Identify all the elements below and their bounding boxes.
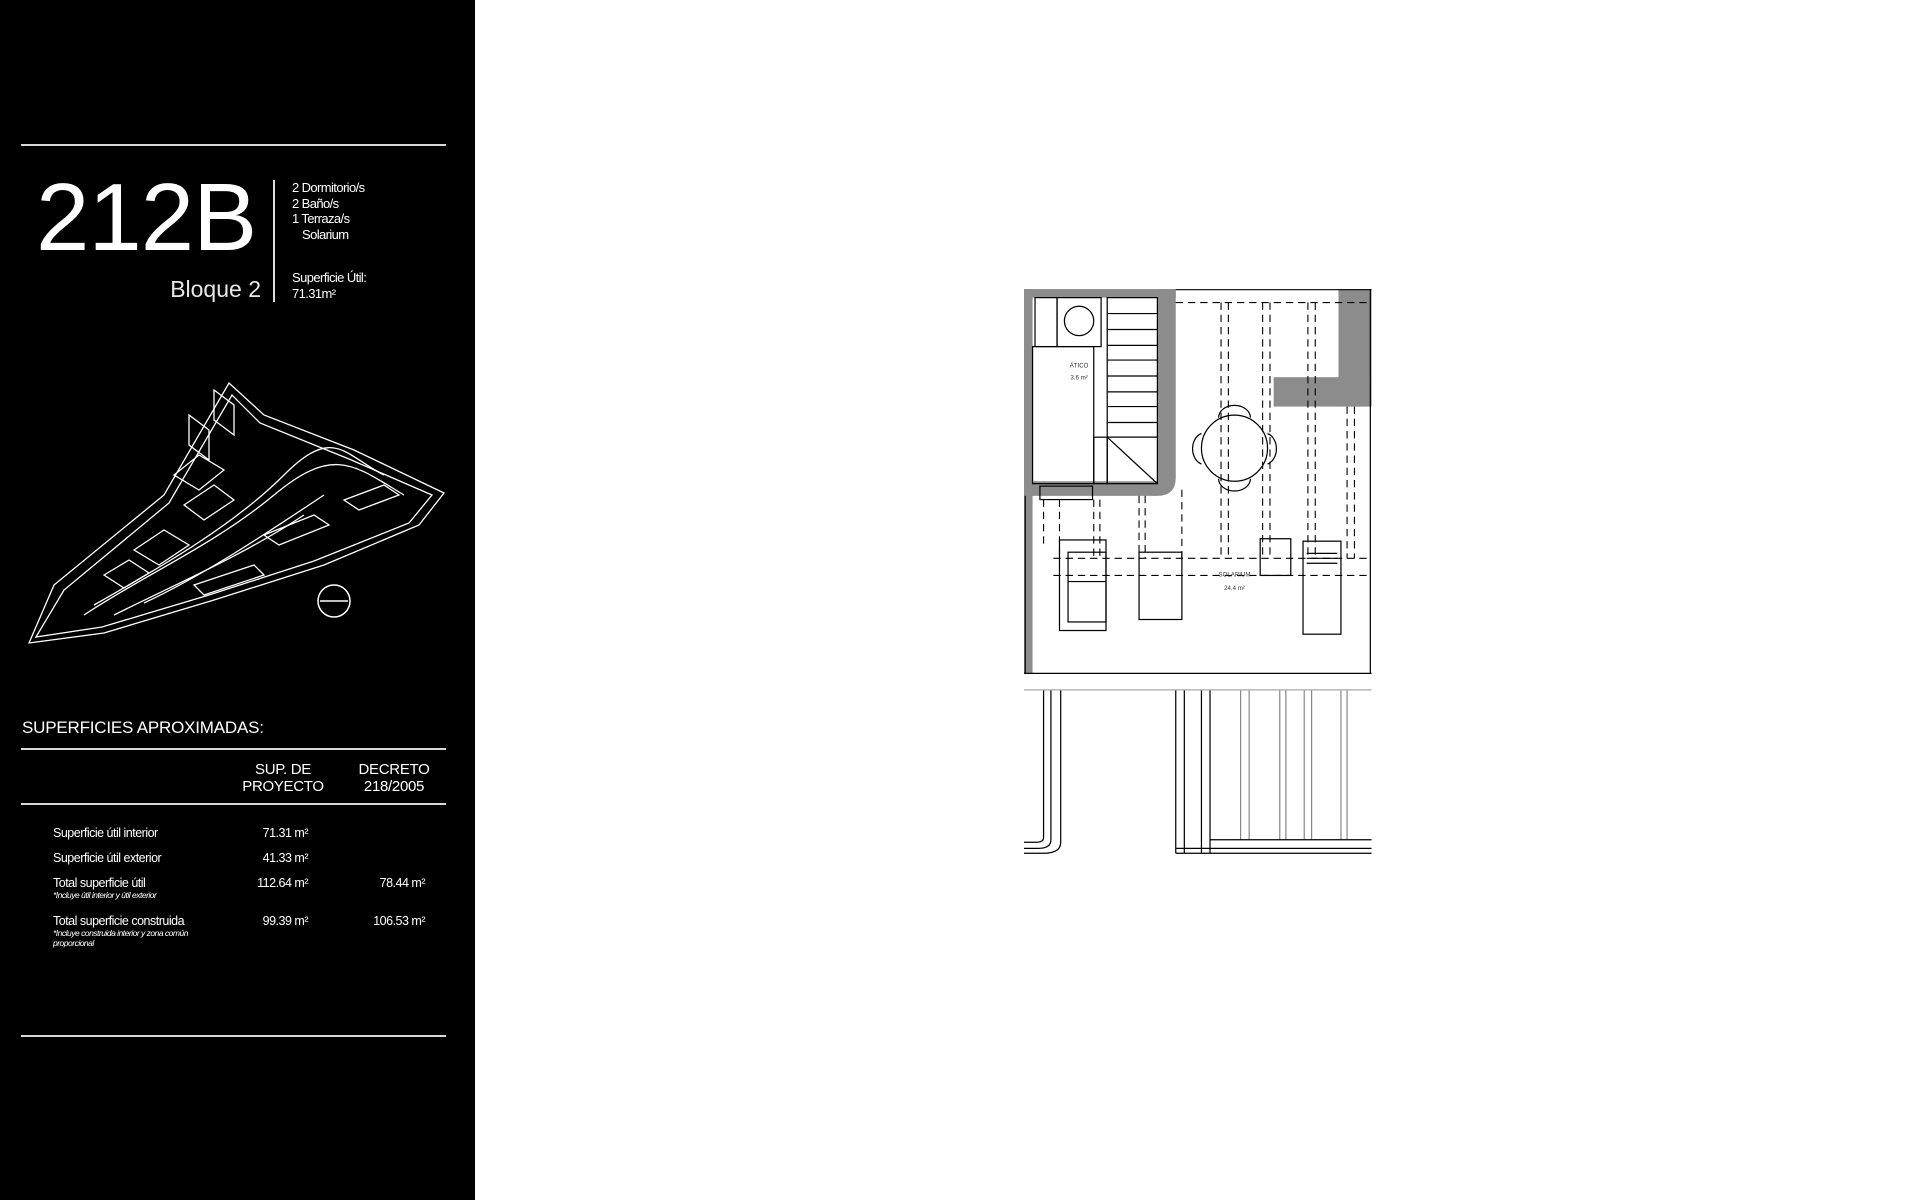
- feature-item: 1 Terraza/s: [292, 211, 350, 226]
- attic-label: ÁTICO: [1070, 362, 1089, 369]
- header-line: 218/2005: [363, 778, 425, 795]
- row-label: Total superficie construida: [53, 914, 185, 928]
- info-panel: 212B Bloque 2 2 Dormitorio/s 2 Baño/s 1 …: [0, 0, 475, 1200]
- unit-code: 212B: [36, 164, 257, 271]
- row-label: Total superficie útil: [53, 876, 146, 890]
- feature-item: 2 Dormitorio/s: [292, 180, 365, 195]
- header-line: SUP. DE: [255, 761, 311, 778]
- header-line: PROYECTO: [242, 778, 324, 795]
- project-value: 71.31 m²: [262, 826, 309, 840]
- useful-surface: Superficie Útil: 71.31m²: [292, 270, 367, 301]
- project-value: 112.64 m²: [257, 876, 308, 890]
- block-label: Bloque 2: [170, 276, 261, 302]
- divider: [21, 748, 446, 750]
- project-value: 99.39 m²: [262, 914, 309, 928]
- row-note: *Incluye útil interior y útil exterior: [53, 890, 157, 900]
- site-map-illustration: [27, 381, 446, 644]
- feature-list: 2 Dormitorio/s 2 Baño/s 1 Terraza/s Sola…: [292, 180, 365, 242]
- surface-label: Superficie Útil:: [292, 270, 367, 285]
- decree-value: 106.53 m²: [373, 914, 425, 928]
- row-label: Superficie útil interior: [53, 826, 158, 840]
- project-value: 41.33 m²: [262, 851, 309, 865]
- row-label: Superficie útil exterior: [53, 851, 162, 865]
- walls: [1024, 289, 1372, 674]
- divider: [21, 1035, 446, 1037]
- solarium-label: SOLARIUM: [1219, 572, 1251, 579]
- decree-value: 78.44 m²: [379, 876, 426, 890]
- lower-floor-outline: [1024, 689, 1372, 854]
- divider: [21, 803, 446, 805]
- row-note: *Incluye construida interior y zona comú…: [53, 928, 188, 948]
- feature-item: Solarium: [302, 226, 349, 242]
- attic-area: 3.6 m²: [1070, 375, 1087, 382]
- surfaces-title: SUPERFICIES APROXIMADAS:: [22, 718, 264, 737]
- feature-item: 2 Baño/s: [292, 195, 339, 211]
- column-header-project: SUP. DE PROYECTO: [228, 761, 338, 795]
- column-header-decree: DECRETO 218/2005: [339, 761, 449, 795]
- surface-value: 71.31m²: [292, 285, 336, 301]
- header-line: DECRETO: [358, 761, 430, 778]
- compass-icon: [317, 584, 351, 618]
- divider: [21, 144, 446, 146]
- solarium-area: 24.4 m²: [1224, 585, 1245, 592]
- floor-plan: ÁTICO 3.6 m² SOLARIUM 24.4 m²: [1024, 289, 1372, 854]
- divider: [273, 180, 275, 302]
